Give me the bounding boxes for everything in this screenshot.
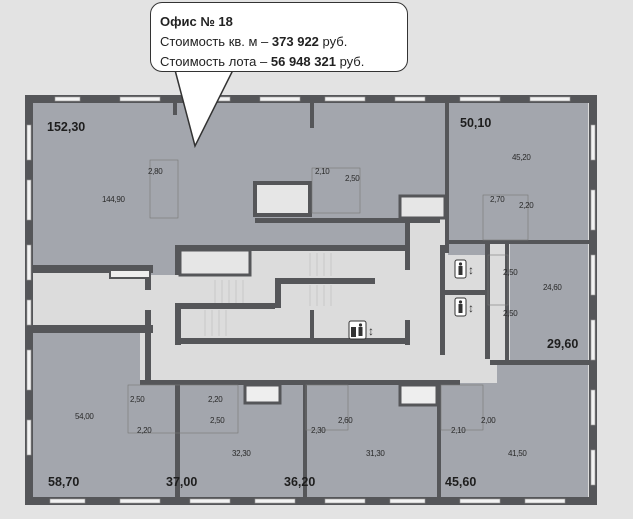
office-45-60[interactable] xyxy=(440,365,588,497)
room-area-label: 2,20 xyxy=(137,426,152,435)
currency: руб. xyxy=(335,54,365,69)
office-area-label: 58,70 xyxy=(48,475,79,489)
room-area-label: 2,10 xyxy=(451,426,466,435)
room-area-label: 2,30 xyxy=(311,426,326,435)
svg-text:↕: ↕ xyxy=(468,301,474,315)
office-58-70[interactable] xyxy=(33,330,175,497)
room-area-label: 2,60 xyxy=(338,416,353,425)
room-area-label: 24,60 xyxy=(543,283,562,292)
room-area-label: 2,10 xyxy=(315,167,330,176)
office-area-label: 50,10 xyxy=(460,116,491,130)
office-36-20[interactable] xyxy=(306,383,437,497)
office-area-label: 37,00 xyxy=(166,475,197,489)
room-area-label: 31,30 xyxy=(366,449,385,458)
price-lot-value: 56 948 321 xyxy=(270,54,336,69)
room-area-label: 144,90 xyxy=(102,195,126,204)
office-area-label: 152,30 xyxy=(47,120,85,134)
room-area-label: 2,50 xyxy=(503,268,518,277)
elevator-passenger-icon: ↕ xyxy=(454,297,474,317)
room-area-label: 54,00 xyxy=(75,412,94,421)
elevator-passenger-icon: ↕ xyxy=(454,259,474,279)
office-area-label: 36,20 xyxy=(284,475,315,489)
wall-north xyxy=(25,95,597,103)
room-area-label: 2,00 xyxy=(481,416,496,425)
tooltip-price-lot: Стоимость лота – 56 948 321 руб. xyxy=(160,52,407,72)
office-tooltip: Офис № 18 Стоимость кв. м – 373 922 руб.… xyxy=(150,2,408,72)
office-area-label: 29,60 xyxy=(547,337,578,351)
svg-text:↕: ↕ xyxy=(468,263,474,277)
room-area-label: 2,20 xyxy=(208,395,223,404)
currency: руб. xyxy=(318,34,348,49)
elevator-freight-icon: ↕ xyxy=(348,320,374,340)
staircase xyxy=(204,253,332,336)
room-area-label: 2,50 xyxy=(345,174,360,183)
price-lot-label: Стоимость лота – xyxy=(160,54,271,69)
room-area-label: 41,50 xyxy=(508,449,527,458)
room-area-label: 32,30 xyxy=(232,449,251,458)
office-area-label: 45,60 xyxy=(445,475,476,489)
office-29-60[interactable] xyxy=(510,243,588,360)
room-area-label: 2,50 xyxy=(130,395,145,404)
room-area-label: 45,20 xyxy=(512,153,531,162)
room-area-label: 2,50 xyxy=(210,416,225,425)
windows xyxy=(26,96,596,504)
office-37-00[interactable] xyxy=(178,383,303,497)
svg-text:↕: ↕ xyxy=(368,324,374,338)
room-area-label: 2,70 xyxy=(490,195,505,204)
tooltip-title: Офис № 18 xyxy=(160,14,233,29)
room-area-label: 2,80 xyxy=(148,167,163,176)
wall-east xyxy=(589,95,597,505)
room-area-label: 2,50 xyxy=(503,309,518,318)
room-area-label: 2,20 xyxy=(519,201,534,210)
price-sqm-value: 373 922 xyxy=(271,34,319,49)
tooltip-price-sqm: Стоимость кв. м – 373 922 руб. xyxy=(160,32,407,52)
office-152-30[interactable] xyxy=(33,103,445,275)
price-sqm-label: Стоимость кв. м – xyxy=(160,34,272,49)
wall-south xyxy=(25,497,597,505)
interior-walls xyxy=(33,103,590,505)
